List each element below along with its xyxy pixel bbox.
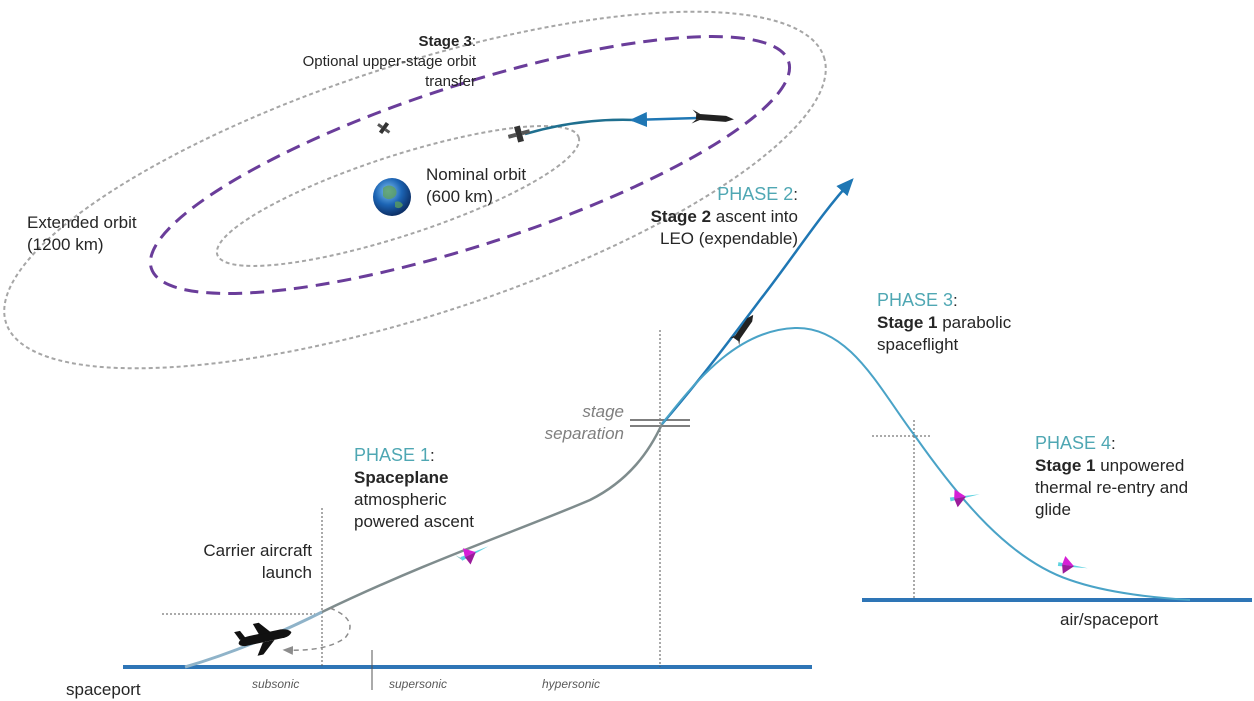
extended-orbit-label: Extended orbit (1200 km) [27,212,137,256]
stage2-orbit-approach-path [629,112,699,128]
carrier-return-path [282,607,351,655]
stage-separation-line2: separation [544,424,624,443]
speed-regime-hypersonic: hypersonic [542,677,601,691]
phase3-rest: parabolic [937,313,1012,332]
extended-orbit-ellipse [3,10,827,370]
phase3-line2: spaceflight [877,335,959,354]
spaceport-label: spaceport [66,680,141,699]
stage-separation-label: stage separation [540,401,624,445]
phase3-title: PHASE 3 [877,290,954,310]
speed-regime-supersonic: supersonic [389,677,448,691]
phase2-label: PHASE 2: Stage 2 ascent into LEO (expend… [580,183,798,250]
nominal-orbit-label: Nominal orbit (600 km) [426,164,526,208]
stage3-colon: : [471,33,476,50]
phase2-bold: Stage 2 [650,207,712,226]
phase4-label: PHASE 4: Stage 1 unpowered thermal re-en… [1035,432,1188,521]
stage-separation-line1: stage [582,402,624,421]
phase2-line2: LEO (expendable) [660,229,798,248]
stage3-label: Stage 3: Optional upper-stage orbit tran… [250,32,476,92]
speed-regime-subsonic: subsonic [252,677,300,691]
nominal-orbit-ellipse [215,125,581,267]
phase1-bold: Spaceplane [354,468,449,487]
air-spaceport-label: air/spaceport [1060,610,1159,629]
upper-stage-rocket-icon [691,109,734,124]
nominal-orbit-line2: (600 km) [426,187,494,206]
phase1-colon: : [430,446,435,465]
phase3-colon: : [953,291,958,310]
phase4-rest: unpowered [1095,456,1185,475]
earth-landmass [383,185,403,209]
stage2-rocket-icon [729,314,754,346]
stage3-title: Stage 3 [418,33,472,50]
extended-orbit-line2: (1200 km) [27,235,104,254]
carrier-launch-label: Carrier aircraft launch [150,540,312,584]
stage2-orbit-insertion-path [524,118,636,136]
orbits [3,10,827,370]
extended-orbit-line1: Extended orbit [27,213,137,232]
phase2-colon: : [793,185,798,204]
spaceplane-ascent-path [321,423,664,614]
phase4-line3: glide [1035,500,1071,519]
phase1-title: PHASE 1 [354,445,431,465]
phase1-line3: powered ascent [354,512,475,531]
satellite-small-icon [377,121,391,135]
phase1-line2: atmospheric [354,490,447,509]
transfer-orbit-ellipse [148,35,792,295]
phase2-title: PHASE 2 [717,184,794,204]
carrier-launch-line1: Carrier aircraft [203,541,312,560]
nominal-orbit-line1: Nominal orbit [426,165,527,184]
phase4-bold: Stage 1 [1035,456,1096,475]
spaceplane-icon-reentry [949,489,980,508]
phase4-title: PHASE 4 [1035,433,1112,453]
phase4-colon: : [1111,434,1116,453]
carrier-launch-line2: launch [261,563,312,582]
stage1-parabolic-path [661,326,1191,601]
phase4-line2: thermal re-entry and [1035,478,1189,497]
phase2-rest: ascent into [711,207,798,226]
phase1-label: PHASE 1: Spaceplane atmospheric powered … [354,444,474,533]
carrier-aircraft-icon [234,622,292,656]
phase3-label: PHASE 3: Stage 1 parabolic spaceflight [877,289,1011,356]
phase3-bold: Stage 1 [877,313,938,332]
spaceplane-icon-glide [1057,555,1088,574]
stage3-desc-line2: transfer [425,73,476,90]
stage3-desc-line1: Optional upper-stage orbit [302,53,476,70]
